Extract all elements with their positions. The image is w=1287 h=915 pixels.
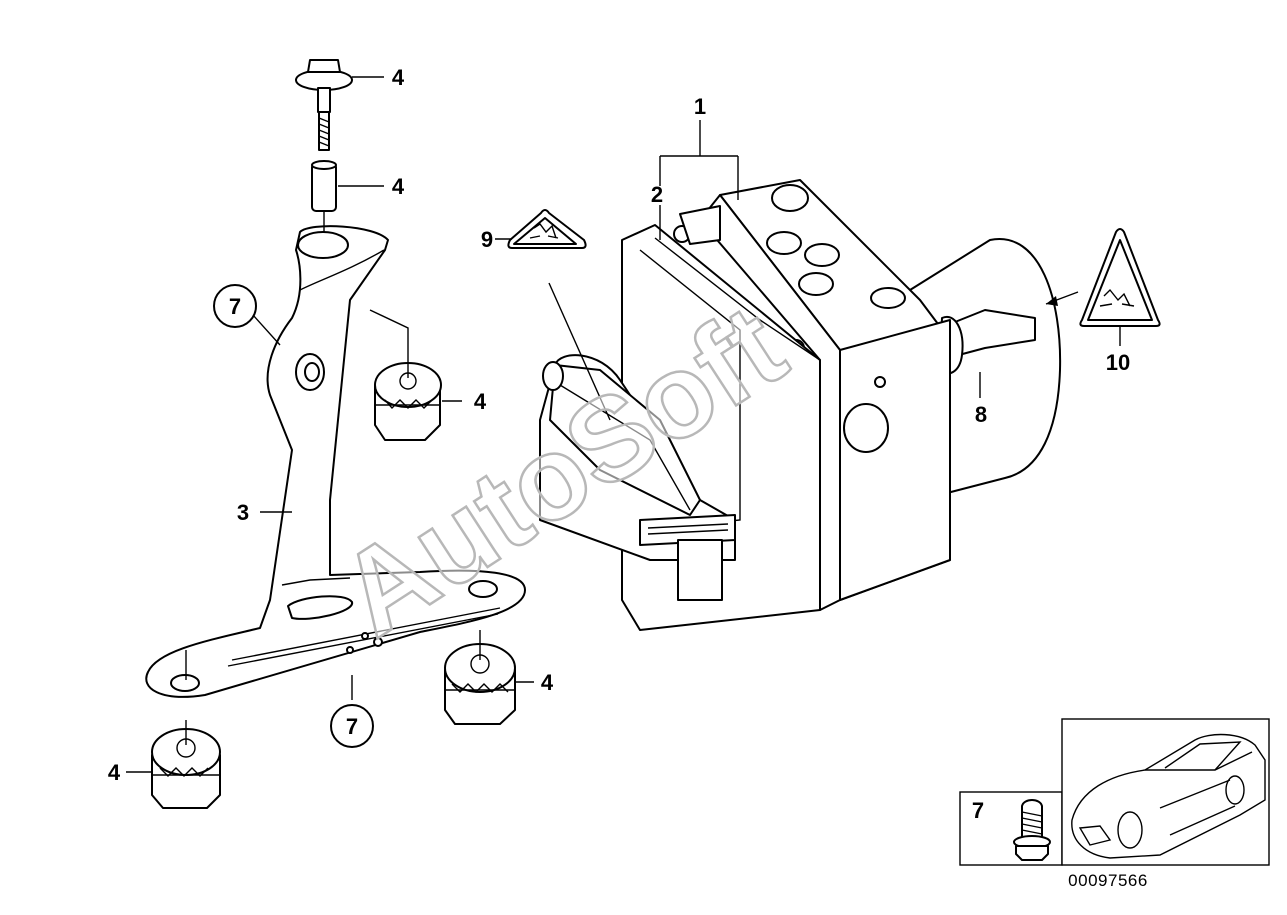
callout-5: 4: [392, 174, 405, 199]
warning-label-10: [1079, 228, 1161, 327]
callout-1: 1: [694, 94, 706, 119]
inset-part-label: 7: [972, 798, 984, 823]
callout-6: 4: [392, 65, 405, 90]
abs-hydraulic-unit: [539, 179, 1062, 631]
bolt: [295, 59, 353, 151]
inset-part-7: 7: [959, 791, 1063, 866]
callout-4-upper: 4: [474, 389, 487, 414]
callout-7-upper: 7: [229, 294, 241, 319]
callout-circle-7-upper: [213, 284, 257, 328]
callout-2: 2: [651, 182, 663, 207]
rubber-mount-middle: [444, 643, 516, 725]
drawing-number: 00097566: [1068, 871, 1148, 890]
callout-7-lower: 7: [346, 714, 358, 739]
callout-3: 3: [237, 500, 249, 525]
callout-circle-7-lower: [330, 704, 374, 748]
rubber-mount-lower: [151, 728, 221, 809]
warning-label-9: [507, 209, 587, 249]
bracket: [145, 225, 526, 698]
sleeve: [311, 160, 337, 212]
callout-8: 8: [975, 402, 987, 427]
callout-4-lower: 4: [108, 760, 121, 785]
callout-10: 10: [1106, 350, 1130, 375]
vehicle-thumbnail: [1061, 718, 1270, 866]
callout-4-middle: 4: [541, 670, 554, 695]
rubber-mount-upper: [374, 362, 442, 441]
callout-9: 9: [481, 227, 493, 252]
leader-lines: [126, 76, 1121, 773]
